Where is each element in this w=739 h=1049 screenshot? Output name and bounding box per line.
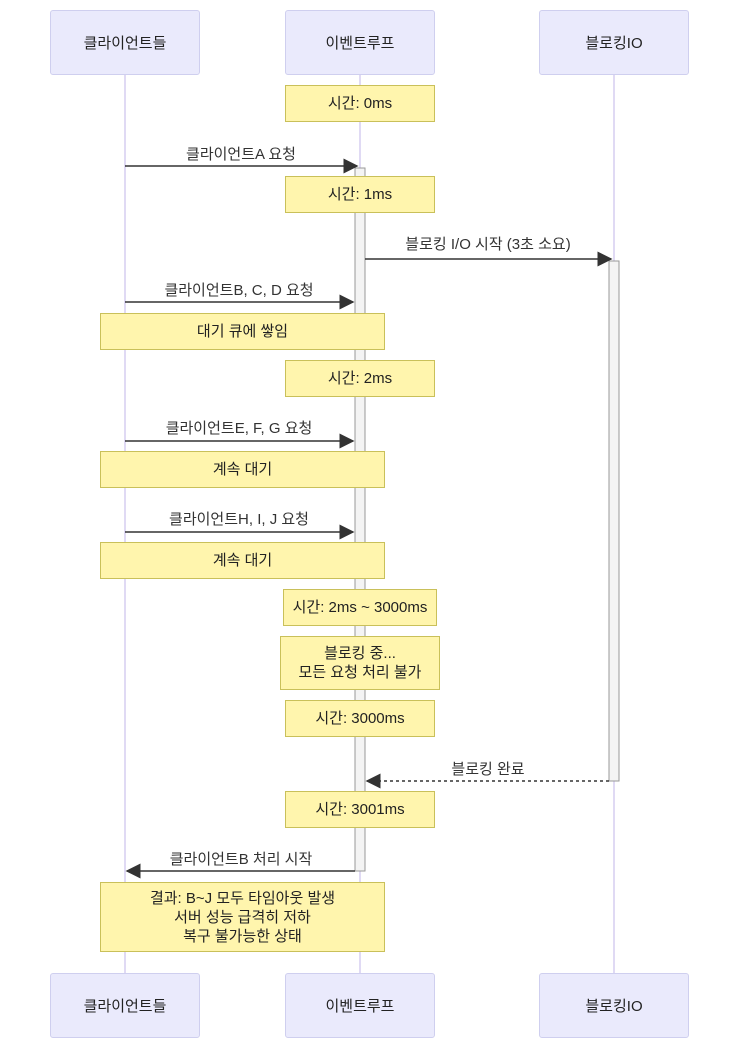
message-label: 클라이언트B 처리 시작 <box>169 851 313 868</box>
message-label: 클라이언트B, C, D 요청 <box>164 282 314 299</box>
note-time: 시간: 0ms <box>285 85 435 122</box>
actor-eventloop-top: 이벤트루프 <box>285 10 435 75</box>
note-wait: 계속 대기 <box>100 451 385 488</box>
activation-eventloop <box>354 167 366 872</box>
message-label: 블로킹 완료 <box>451 761 525 778</box>
message-label: 클라이언트E, F, G 요청 <box>165 420 313 437</box>
note-result: 결과: B~J 모두 타임아웃 발생 서버 성능 급격히 저하 복구 불가능한 … <box>100 882 385 952</box>
message-label: 클라이언트H, I, J 요청 <box>169 511 309 528</box>
actor-blockingio-bottom: 블로킹IO <box>539 973 689 1038</box>
actor-eventloop-bottom: 이벤트루프 <box>285 973 435 1038</box>
note-time: 시간: 2ms <box>285 360 435 397</box>
actor-blockingio-top: 블로킹IO <box>539 10 689 75</box>
note-blocking: 블로킹 중... 모든 요청 처리 불가 <box>280 636 440 690</box>
note-queue: 대기 큐에 쌓임 <box>100 313 385 350</box>
message-label: 블로킹 I/O 시작 (3초 소요) <box>405 236 571 253</box>
note-time: 시간: 3001ms <box>285 791 435 828</box>
actor-clients-bottom: 클라이언트들 <box>50 973 200 1038</box>
note-time: 시간: 2ms ~ 3000ms <box>283 589 437 626</box>
actor-clients-top: 클라이언트들 <box>50 10 200 75</box>
note-time: 시간: 3000ms <box>285 700 435 737</box>
note-time: 시간: 1ms <box>285 176 435 213</box>
note-wait: 계속 대기 <box>100 542 385 579</box>
activation-blockingio <box>608 260 620 782</box>
message-label: 클라이언트A 요청 <box>186 146 296 163</box>
